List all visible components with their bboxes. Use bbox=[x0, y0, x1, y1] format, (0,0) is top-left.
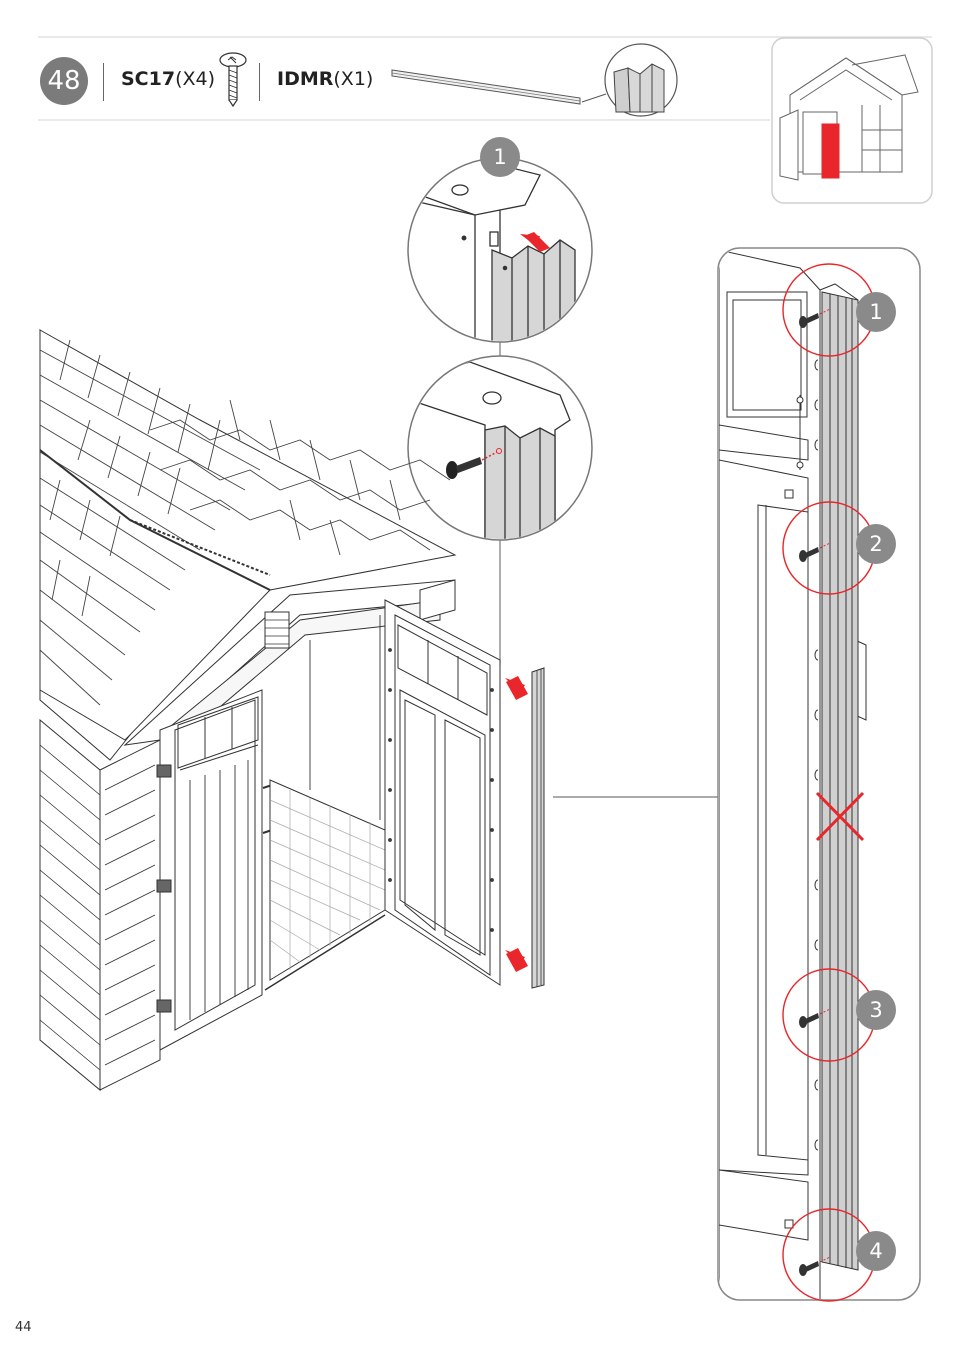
part-quantity: (X1) bbox=[333, 68, 373, 90]
screw-callout-number: 4 bbox=[856, 1231, 896, 1271]
detail-insert-strip bbox=[408, 158, 592, 350]
detail-callout-number: 1 bbox=[480, 137, 520, 177]
part-quantity: (X4) bbox=[175, 68, 215, 90]
header-divider bbox=[103, 63, 104, 101]
header-divider bbox=[259, 63, 260, 101]
profile-strip-icon bbox=[392, 44, 677, 116]
insertion-arrow-icon bbox=[505, 676, 528, 972]
part-code: IDMR bbox=[277, 68, 333, 90]
screw-icon bbox=[220, 53, 246, 106]
step-number-badge: 48 bbox=[40, 57, 88, 105]
part-sc17-label: SC17(X4) bbox=[121, 68, 215, 90]
door-side-panel bbox=[719, 250, 866, 1300]
screw-callout-number: 1 bbox=[856, 292, 896, 332]
part-idmr-label: IDMR(X1) bbox=[277, 68, 373, 90]
screw-callout-number: 2 bbox=[856, 524, 896, 564]
part-code: SC17 bbox=[121, 68, 175, 90]
detail-screw-fix bbox=[408, 356, 592, 545]
page-number: 44 bbox=[15, 1320, 32, 1335]
screw-callout-number: 3 bbox=[856, 990, 896, 1030]
profile-strip-icon bbox=[532, 668, 544, 988]
